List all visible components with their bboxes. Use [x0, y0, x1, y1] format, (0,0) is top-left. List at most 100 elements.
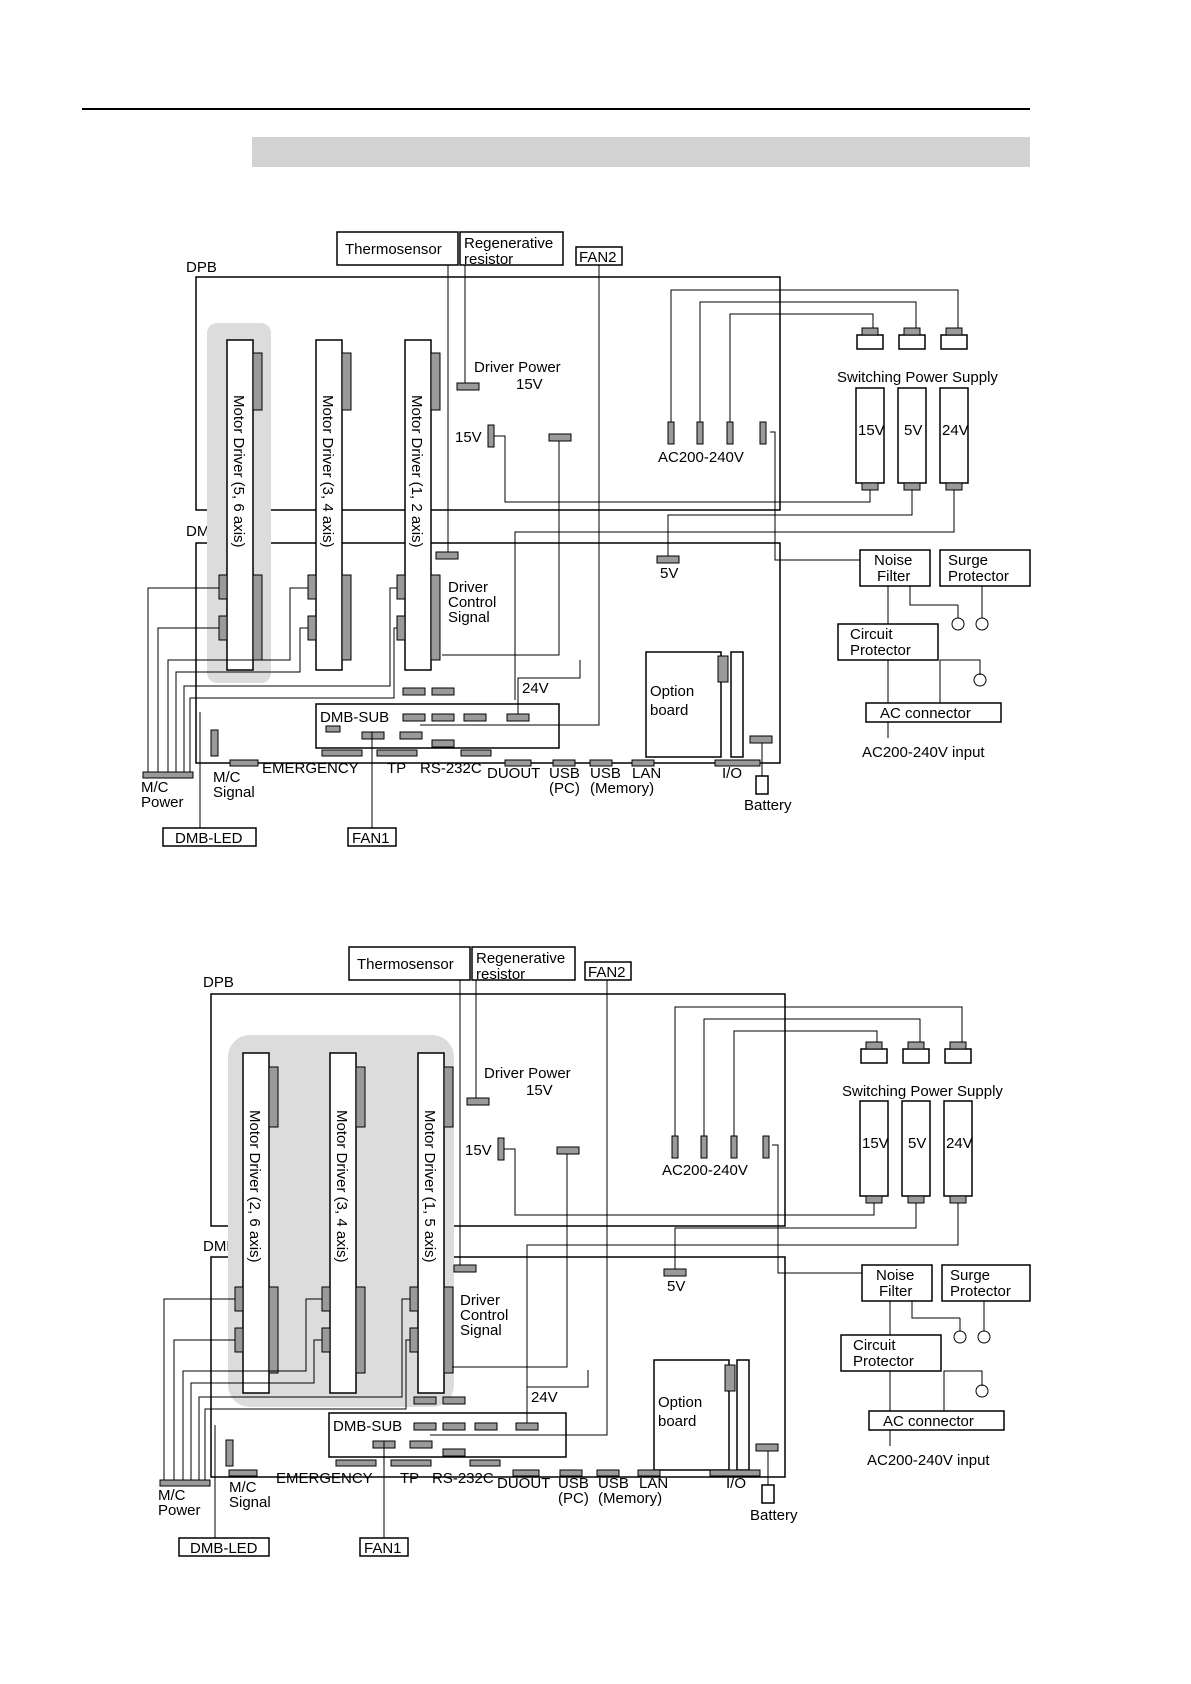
power-line-5v: [674, 1203, 917, 1271]
fan1-box: [359, 1537, 409, 1557]
dmb-sub-connector: [442, 1448, 466, 1457]
driver-connector: [268, 1286, 279, 1374]
thermo-connector: [453, 1264, 477, 1273]
emergency-label: EMERGENCY: [276, 1470, 373, 1487]
motor-driver-label-1: Motor Driver (2, 6 axis): [246, 1110, 263, 1263]
duout-label: DUOUT: [497, 1475, 550, 1492]
dmb-sub-connector: [442, 1422, 466, 1431]
ac-input-label: AC200-240V input: [867, 1452, 990, 1469]
power-line-24v: [514, 490, 955, 700]
driver-control-label-1: Driver: [448, 579, 488, 596]
driver-connector: [355, 1286, 366, 1374]
psu-24v-label: 24V: [946, 1135, 973, 1152]
dmb-sub-connector: [431, 739, 455, 748]
surge-protector-label-1: Surge: [948, 552, 988, 569]
dmb-sub-connector: [402, 687, 426, 696]
option-board-label-1: Option: [658, 1394, 702, 1411]
fan2-label: FAN2: [579, 249, 617, 266]
noise-filter-label-2: Filter: [877, 568, 910, 585]
lan-connector: [631, 759, 655, 767]
mc-power-line: [173, 1339, 235, 1480]
thermosensor-box: [336, 231, 459, 266]
ac-connector-box: [868, 1410, 1005, 1431]
emergency-connector: [335, 1459, 377, 1467]
sps-pin: [907, 1041, 925, 1050]
sps-pin: [945, 327, 963, 336]
driver-connector: [355, 1066, 366, 1128]
dmb-sub-connector: [409, 1440, 433, 1449]
ac-input-label: AC200-240V input: [862, 744, 985, 761]
usb-memory-label-2: (Memory): [598, 1490, 662, 1507]
dmb-5v-connector: [663, 1268, 687, 1277]
emergency-connector: [321, 749, 363, 757]
psu-24v-block: [943, 1100, 973, 1197]
fan2-line: [430, 980, 608, 1436]
surge-protector-label-2: Protector: [948, 568, 1009, 585]
battery-box: [755, 775, 769, 795]
ground-symbol: [973, 673, 987, 687]
driver-control-label-3: Signal: [448, 609, 490, 626]
regenerative-label-2: resistor: [476, 966, 525, 983]
tp-connector: [376, 749, 418, 757]
usb-memory-connector: [589, 759, 613, 767]
motor-driver-label-2: Motor Driver (3, 4 axis): [333, 1110, 350, 1263]
dmb-led-box: [178, 1537, 270, 1557]
noise-filter-box: [859, 549, 931, 587]
driver-control-label-2: Control: [460, 1307, 508, 1324]
fan2-line: [420, 265, 600, 726]
regenerative-label-2: resistor: [464, 251, 513, 268]
sps-pin: [861, 327, 879, 336]
psu-15v-label: 15V: [862, 1135, 889, 1152]
dmb-sub-connector: [361, 731, 385, 740]
dmb-sub-connector: [463, 713, 487, 722]
motor-driver-card-3: [417, 1052, 445, 1394]
noise-filter-label-2: Filter: [879, 1283, 912, 1300]
top-rule: [82, 108, 1030, 110]
battery-box: [761, 1484, 775, 1504]
io-label: I/O: [722, 765, 742, 782]
mc-signal-label-1: M/C: [229, 1479, 257, 1496]
driver-connector: [341, 352, 352, 411]
sps-top-connector: [898, 334, 926, 350]
sps-top-connector: [944, 1048, 972, 1064]
duout-label: DUOUT: [487, 765, 540, 782]
ac200-label: AC200-240V: [658, 449, 744, 466]
tp-connector: [390, 1459, 432, 1467]
power-line-15v: [494, 435, 871, 503]
option-board-label-2: board: [650, 702, 688, 719]
usb-pc-connector: [552, 759, 576, 767]
dpb-15v-label: 15V: [455, 429, 482, 446]
usb-pc-connector: [559, 1469, 583, 1477]
mc-power-line: [157, 627, 219, 772]
ac-connector-pin: [762, 1135, 770, 1159]
driver-connector: [443, 1066, 454, 1128]
switching-power-supply-label: Switching Power Supply: [842, 1083, 1003, 1100]
driver-connector: [430, 574, 441, 661]
lan-label: LAN: [639, 1475, 668, 1492]
mc-power-label-2: Power: [141, 794, 184, 811]
sps-pin: [949, 1041, 967, 1050]
motor-driver-label-1: Motor Driver (5, 6 axis): [230, 395, 247, 548]
ac200-label: AC200-240V: [662, 1162, 748, 1179]
option-board: [653, 1359, 730, 1471]
ac-line: [729, 313, 874, 422]
motor-driver-card-3: [404, 339, 432, 671]
circuit-protector-box: [837, 623, 939, 661]
driver-power-label-1: Driver Power: [474, 359, 561, 376]
dmb-sub-connector: [474, 1422, 498, 1431]
dmb-5v-label: 5V: [660, 565, 678, 582]
mc-power-connector: [142, 771, 194, 779]
dmb-led-label: DMB-LED: [175, 830, 243, 847]
dmb-sub-connector: [431, 713, 455, 722]
ac-connector-label: AC connector: [880, 705, 971, 722]
dmb-sub-connector: [413, 1422, 437, 1431]
ac-connector-pin: [730, 1135, 738, 1159]
usb-pc-label-1: USB: [558, 1475, 589, 1492]
surge-protector-box: [939, 549, 1031, 587]
psu-24v-label: 24V: [942, 422, 969, 439]
fan2-label: FAN2: [588, 964, 626, 981]
sps-pin: [865, 1041, 883, 1050]
mc-signal-connector: [228, 1469, 258, 1477]
dmb-sub-connector: [413, 1396, 437, 1405]
mc-power-line: [189, 627, 397, 772]
